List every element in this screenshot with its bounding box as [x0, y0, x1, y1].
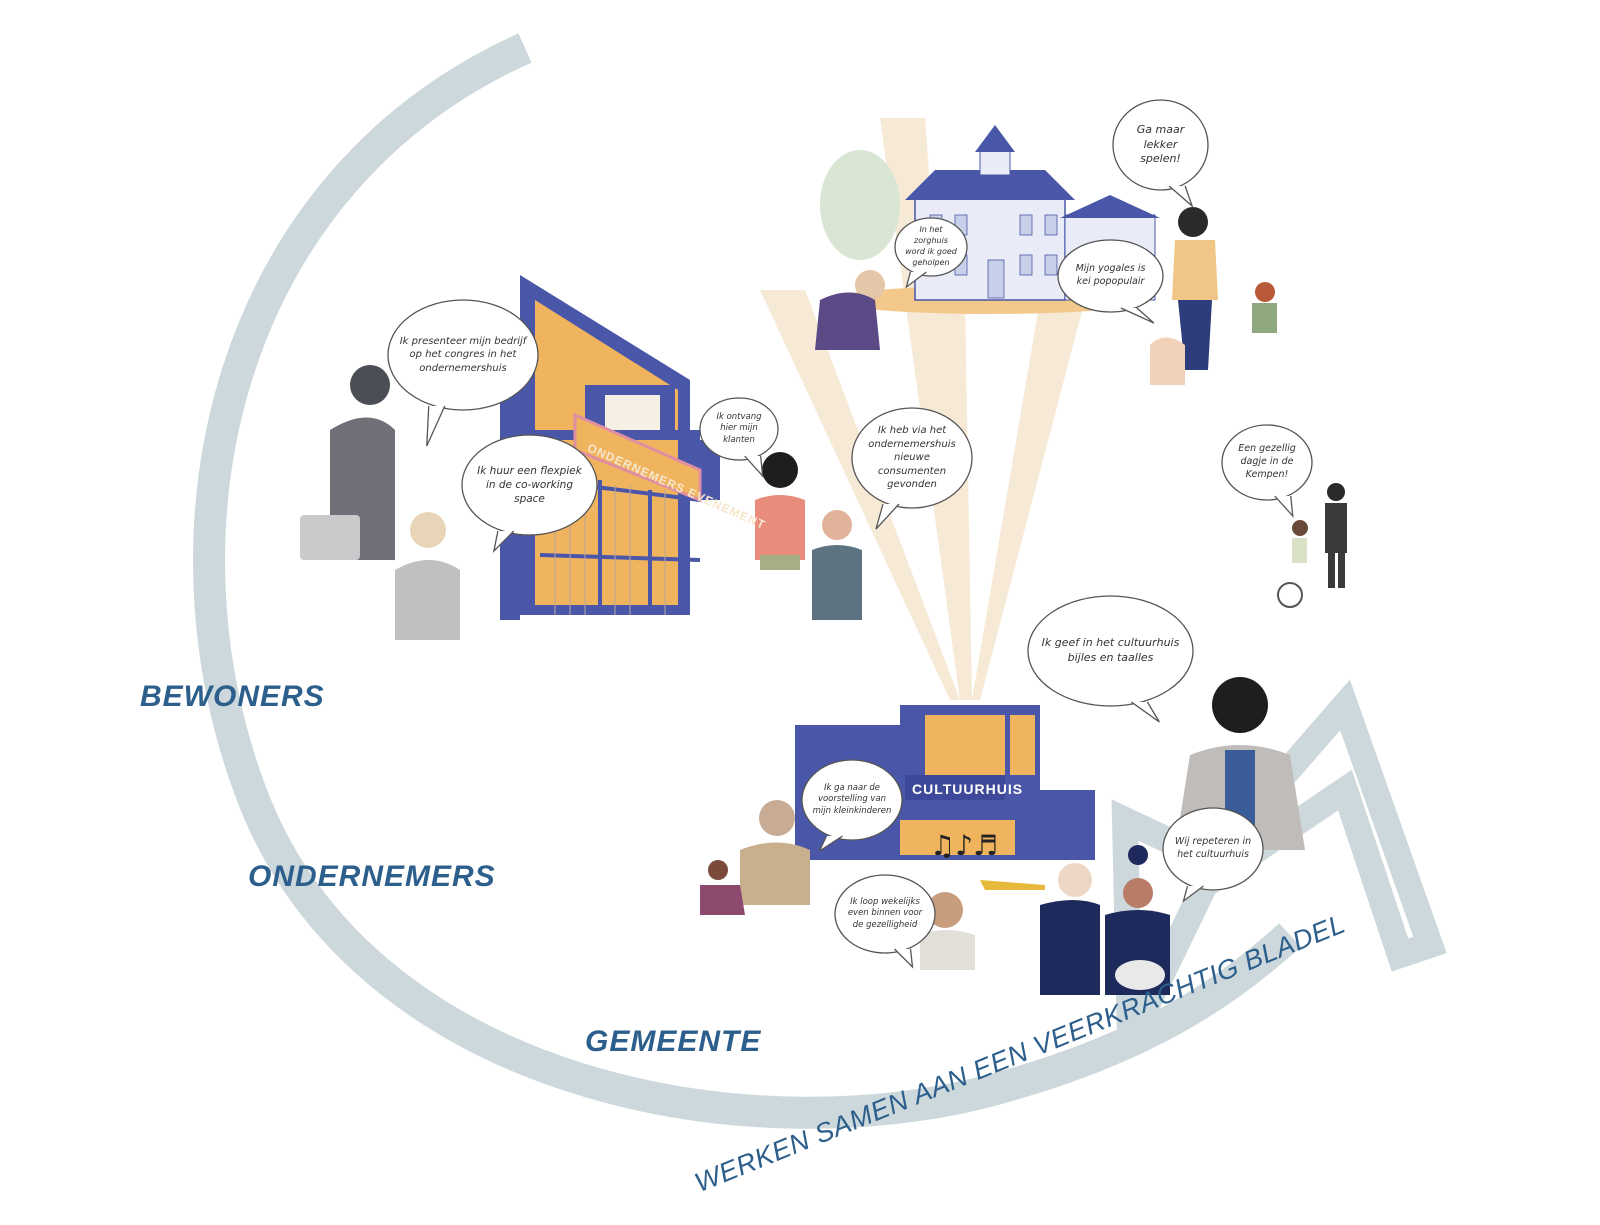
bubble-consumenten-outline: [851, 407, 973, 509]
bubble-dagje-outline: [1221, 424, 1313, 501]
label-gemeente: GEMEENTE: [585, 1025, 762, 1058]
bubble-klanten: Ik ontvang hier mijn klanten: [700, 398, 778, 460]
bubble-repeteren-tail: [1182, 885, 1204, 903]
bubble-yogales-outline: [1057, 239, 1164, 313]
cyclist-figure: [1277, 520, 1308, 608]
bubble-zorghuis-text: In het zorghuis word ik goed geholpen: [905, 225, 957, 267]
bubble-taalles: Ik geef in het cultuurhuis bijles en taa…: [1028, 596, 1193, 706]
label-ondernemers: ONDERNEMERS: [248, 860, 496, 893]
bubble-flexplek-tail: [492, 530, 515, 553]
bubble-gezelligheid-outline: [834, 874, 936, 954]
bubble-dagje: Een gezellig dagje in de Kempen!: [1222, 425, 1312, 500]
bubble-dagje-tail: [1274, 495, 1294, 518]
drummer-figure: [1105, 845, 1170, 995]
bubble-spelen-text: Ga maar lekker spelen!: [1136, 122, 1185, 166]
bubble-consumenten-tail: [875, 503, 900, 530]
trumpet-player-figure: [980, 863, 1100, 995]
bubble-congres-tail: [426, 405, 446, 447]
cultuurhuis-sign: CULTUURHUIS: [912, 781, 1024, 797]
grandfather-child-figure: [700, 800, 810, 915]
old-man-figure: [815, 270, 885, 350]
bubble-taalles-outline: [1027, 595, 1194, 707]
mother-children-figure: [1150, 207, 1277, 385]
bubble-gezelligheid: Ik loop wekelijks even binnen voor de ge…: [835, 875, 935, 953]
bubble-repeteren: Wij repeteren in het cultuurhuis: [1163, 808, 1263, 890]
bubble-taalles-tail: [1131, 701, 1160, 723]
businessman-figure: [300, 365, 395, 560]
bubble-congres-outline: [387, 299, 539, 411]
people: [300, 207, 1347, 995]
man-apron-figure: [812, 510, 862, 620]
bubble-voorstelling: Ik ga naar de voorstelling van mijn klei…: [802, 760, 902, 840]
bubble-congres-text: Ik presenteer mijn bedrijf op het congre…: [399, 335, 527, 374]
bubble-repeteren-outline: [1162, 807, 1264, 891]
bubble-spelen-tail: [1168, 185, 1194, 209]
bubble-spelen: Ga maar lekker spelen!: [1113, 100, 1208, 190]
bubble-flexplek-text: Ik huur een flexpiek in de co-working sp…: [477, 464, 582, 506]
bubble-gezelligheid-text: Ik loop wekelijks even binnen voor de ge…: [847, 896, 923, 930]
bubble-zorghuis: In het zorghuis word ik goed geholpen: [895, 218, 967, 276]
bubble-gezelligheid-tail: [894, 948, 914, 969]
bubble-zorghuis-outline: [894, 217, 968, 277]
woman-phone-figure: [755, 452, 805, 570]
bubble-flexplek: Ik huur een flexpiek in de co-working sp…: [462, 435, 597, 535]
bubble-spelen-outline: [1112, 99, 1209, 191]
bubble-voorstelling-tail: [817, 835, 843, 853]
bubble-klanten-outline: [699, 397, 779, 461]
bubble-repeteren-text: Wij repeteren in het cultuurhuis: [1174, 836, 1252, 860]
svg-text:♫♪♬: ♫♪♬: [930, 829, 998, 862]
bubble-voorstelling-text: Ik ga naar de voorstelling van mijn klei…: [812, 782, 892, 816]
photographer-figure: [1325, 483, 1347, 588]
bubble-klanten-text: Ik ontvang hier mijn klanten: [716, 411, 762, 445]
woman-sunglasses-figure: [395, 512, 460, 640]
bubble-zorghuis-tail: [905, 271, 927, 289]
bubble-congres: Ik presenteer mijn bedrijf op het congre…: [388, 300, 538, 410]
bubble-voorstelling-outline: [801, 759, 903, 841]
bubble-consumenten: Ik heb via het ondernemershuis nieuwe co…: [852, 408, 972, 508]
bubble-taalles-text: Ik geef in het cultuurhuis bijles en taa…: [1041, 636, 1180, 664]
bubble-flexplek-outline: [461, 434, 598, 536]
ondernemershuis-building: [500, 275, 720, 620]
bubble-dagje-text: Een gezellig dagje in de Kempen!: [1238, 443, 1296, 480]
bubble-yogales-text: Mijn yogales is kei popopulair: [1075, 263, 1146, 287]
speech-bubble-shapes: [387, 99, 1313, 969]
bubble-consumenten-text: Ik heb via het ondernemershuis nieuwe co…: [868, 425, 956, 491]
cultuurhuis-building: ♫♪♬: [795, 705, 1095, 862]
bubble-yogales-tail: [1120, 307, 1155, 324]
elderly-woman-figure: [920, 892, 975, 970]
label-bewoners: BEWONERS: [140, 680, 325, 713]
cycle-arc: [193, 33, 1301, 1129]
bubble-yogales: Mijn yogales is kei popopulair: [1058, 240, 1163, 312]
bubble-klanten-tail: [744, 455, 764, 478]
